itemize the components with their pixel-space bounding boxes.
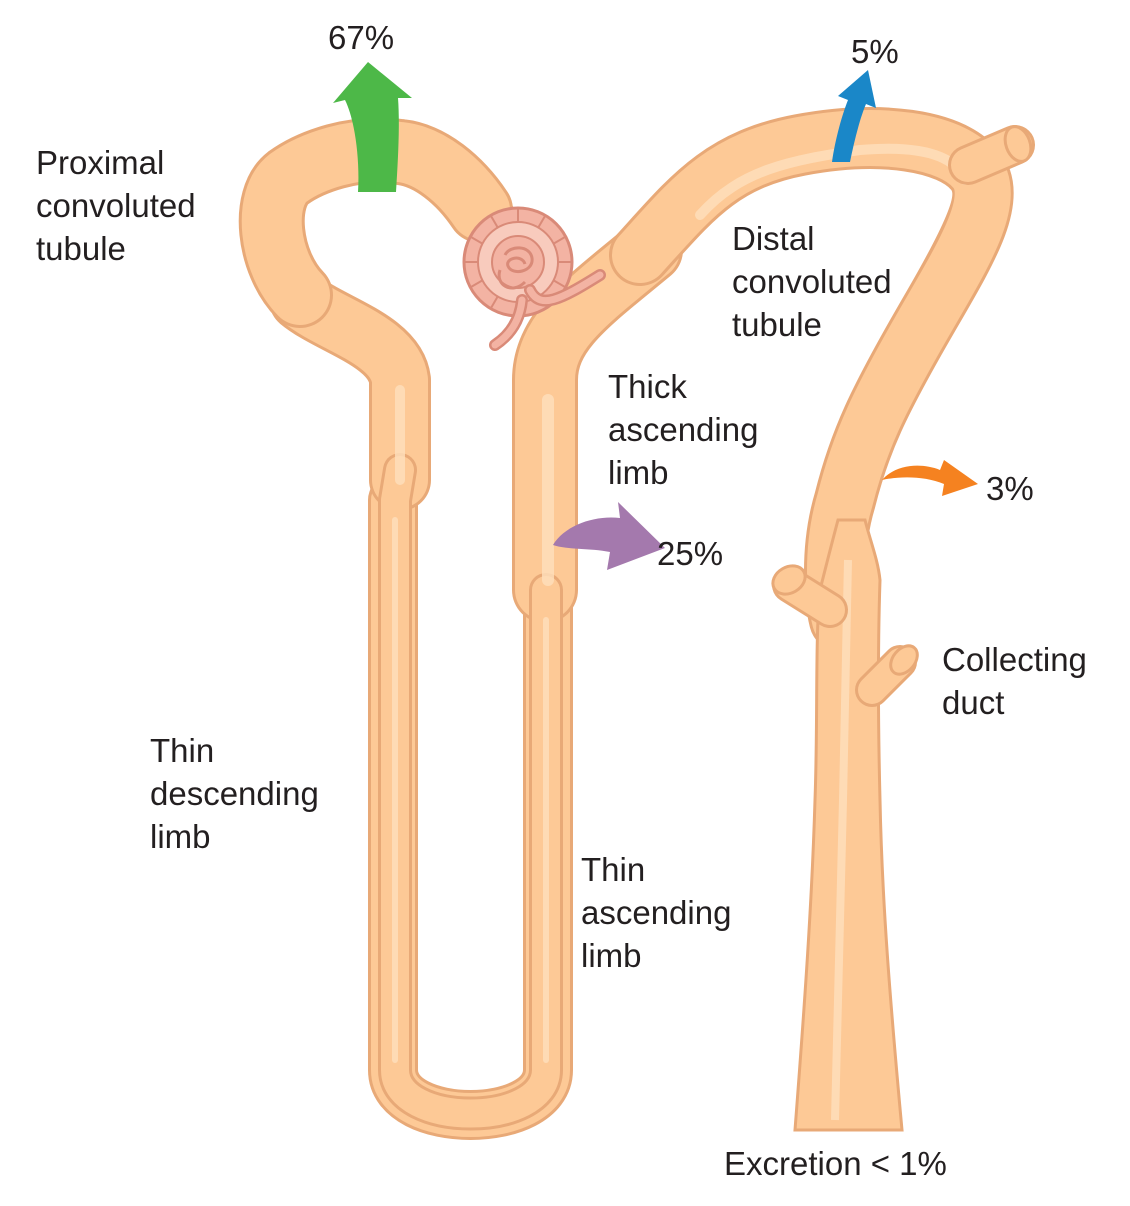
label-thick-ascending-limb: Thick ascending limb bbox=[608, 365, 758, 494]
label-line: Thin bbox=[150, 732, 215, 769]
label-line: duct bbox=[942, 684, 1005, 721]
label-line: tubule bbox=[732, 306, 822, 343]
label-proximal-convoluted-tubule: Proximal convoluted tubule bbox=[36, 141, 196, 270]
label-excretion: Excretion < 1% bbox=[724, 1145, 947, 1182]
label-67-percent: 67% bbox=[328, 19, 395, 56]
label-collecting-duct: Collecting duct bbox=[942, 638, 1087, 724]
arrow-distal-icon bbox=[832, 70, 876, 162]
label-thin-ascending-limb: Thin ascending limb bbox=[581, 848, 731, 977]
label-line: tubule bbox=[36, 230, 126, 267]
label-5-percent: 5% bbox=[851, 33, 899, 70]
label-line: limb bbox=[608, 454, 669, 491]
label-thin-descending-limb: Thin descending limb bbox=[150, 729, 319, 858]
label-line: convoluted bbox=[732, 263, 892, 300]
label-distal-convoluted-tubule: Distal convoluted tubule bbox=[732, 217, 892, 346]
arrow-thick-ascending-icon bbox=[553, 502, 665, 570]
label-3-percent: 3% bbox=[986, 470, 1034, 507]
label-line: limb bbox=[150, 818, 211, 855]
label-line: limb bbox=[581, 937, 642, 974]
label-line: Collecting bbox=[942, 641, 1087, 678]
glomerulus bbox=[462, 206, 606, 351]
label-line: descending bbox=[150, 775, 319, 812]
label-line: Thin bbox=[581, 851, 646, 888]
arrow-collecting-icon bbox=[882, 460, 978, 496]
label-line: convoluted bbox=[36, 187, 196, 224]
label-line: ascending bbox=[581, 894, 732, 931]
label-25-percent: 25% bbox=[657, 535, 724, 572]
distal-and-collecting bbox=[609, 107, 1035, 651]
label-line: ascending bbox=[608, 411, 759, 448]
label-line: Distal bbox=[732, 220, 815, 257]
label-line: Thick bbox=[608, 368, 687, 405]
label-line: Proximal bbox=[36, 144, 165, 181]
arrow-proximal-icon bbox=[333, 62, 412, 192]
